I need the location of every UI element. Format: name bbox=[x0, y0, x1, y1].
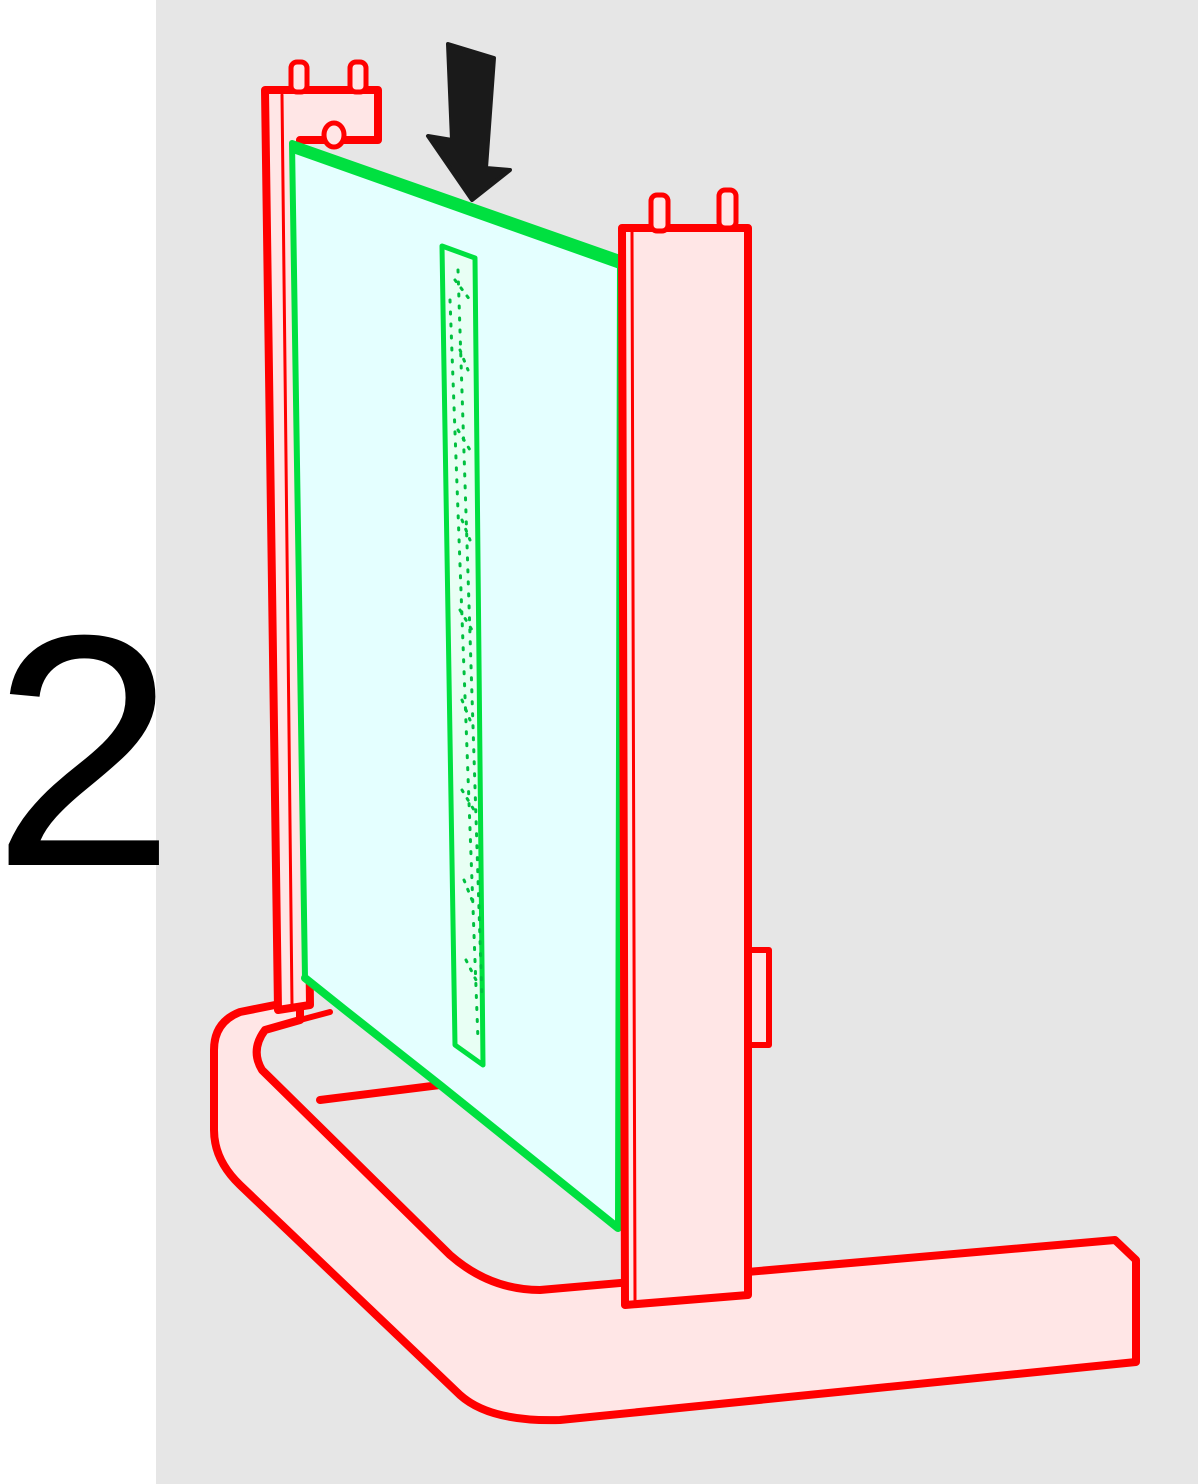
arrow-down-icon bbox=[428, 44, 510, 200]
insert-panel bbox=[292, 143, 620, 1228]
right-post bbox=[622, 190, 748, 1305]
